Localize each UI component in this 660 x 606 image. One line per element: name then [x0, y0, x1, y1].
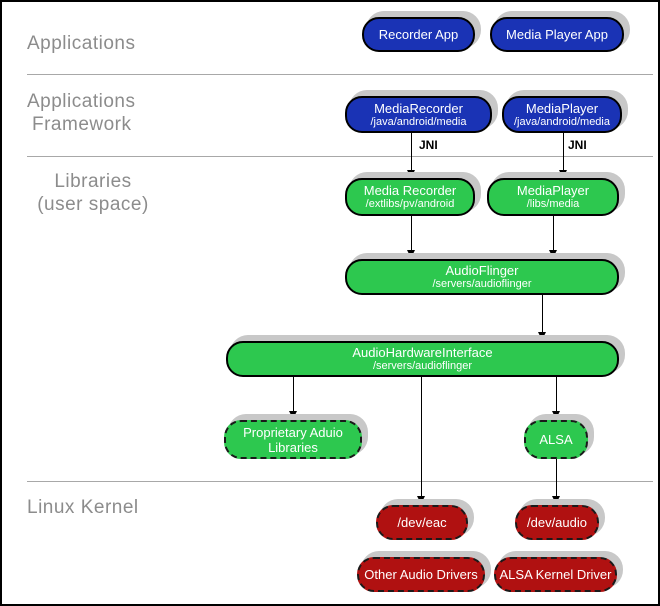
box-media-recorder-lib: Media Recorder /extlibs/pv/android	[345, 178, 475, 216]
box-mediaplayer-framework: MediaPlayer /java/android/media	[502, 96, 622, 133]
section-divider	[27, 481, 653, 482]
arrow-head	[417, 496, 425, 504]
arrow-head	[559, 170, 567, 178]
section-label-text: Applications	[27, 91, 136, 112]
box-other-audio-drivers: Other Audio Drivers	[357, 557, 485, 592]
arrow-head	[289, 411, 297, 419]
box-title: Proprietary Aduio Libraries	[243, 424, 343, 455]
box-title: MediaPlayer	[525, 100, 599, 116]
arrow-line	[556, 459, 557, 498]
box-proprietary-audio-libraries: Proprietary Aduio Libraries	[224, 420, 362, 459]
section-label-text: Framework	[32, 114, 132, 135]
box-subtitle: /java/android/media	[513, 115, 610, 128]
section-label-applications-framework: Applications Framework	[27, 90, 135, 136]
jni-label: JNI	[419, 138, 438, 152]
arrow-head	[538, 332, 546, 340]
box-media-player-app: Media Player App	[490, 17, 624, 52]
box-title: Other Audio Drivers	[364, 567, 478, 582]
arrow-line	[553, 216, 554, 252]
box-title: ALSA	[539, 432, 573, 447]
box-audiohardwareinterface: AudioHardwareInterface /servers/audiofli…	[226, 341, 619, 377]
arrow-line	[293, 377, 294, 413]
box-title: Media Recorder	[363, 183, 457, 198]
box-alsa: ALSA	[524, 420, 588, 459]
box-title: ALSA Kernel Driver	[499, 567, 612, 582]
arrow-head	[407, 170, 415, 178]
box-title: Recorder App	[378, 27, 459, 42]
arrow-head	[552, 496, 560, 504]
arrow-head	[549, 250, 557, 258]
box-title: AudioHardwareInterface	[352, 345, 493, 360]
box-title: Media Player App	[506, 27, 608, 42]
arrow-line	[542, 295, 543, 334]
arrow-line	[421, 377, 422, 498]
box-subtitle: /libs/media	[526, 198, 580, 210]
box-title: AudioFlinger	[445, 263, 519, 278]
arrow-line	[556, 377, 557, 413]
arrow-head	[407, 250, 415, 258]
section-label-text: Applications	[27, 33, 136, 54]
section-label-text: Libraries	[54, 171, 132, 192]
jni-label: JNI	[568, 138, 587, 152]
box-dev-audio: /dev/audio	[515, 505, 599, 540]
box-title: /dev/audio	[527, 515, 587, 530]
box-subtitle: /servers/audioflinger	[432, 278, 532, 290]
box-title: MediaRecorder	[374, 100, 463, 116]
arrow-line	[411, 133, 412, 172]
box-subtitle: /java/android/media	[370, 115, 467, 128]
section-label-text: Linux Kernel	[27, 497, 139, 518]
box-title: MediaPlayer	[516, 183, 590, 198]
section-label-linux-kernel: Linux Kernel	[27, 496, 139, 519]
box-mediarecorder-framework: MediaRecorder /java/android/media	[345, 96, 492, 133]
section-label-applications: Applications	[27, 32, 135, 55]
arrow-line	[563, 133, 564, 172]
box-recorder-app: Recorder App	[362, 17, 475, 52]
section-label-libraries: Libraries (user space)	[18, 170, 168, 216]
arrow-line	[411, 216, 412, 252]
box-audioflinger: AudioFlinger /servers/audioflinger	[345, 259, 619, 295]
box-mediaplayer-lib: MediaPlayer /libs/media	[487, 178, 619, 216]
arrow-head	[552, 411, 560, 419]
box-alsa-kernel-driver: ALSA Kernel Driver	[494, 557, 617, 592]
section-label-text: (user space)	[37, 194, 149, 215]
section-divider	[27, 74, 653, 75]
box-subtitle: /servers/audioflinger	[372, 360, 473, 372]
section-divider	[27, 156, 653, 157]
box-title: /dev/eac	[397, 515, 447, 530]
box-dev-eac: /dev/eac	[376, 505, 468, 540]
box-subtitle: /extlibs/pv/android	[365, 198, 455, 210]
